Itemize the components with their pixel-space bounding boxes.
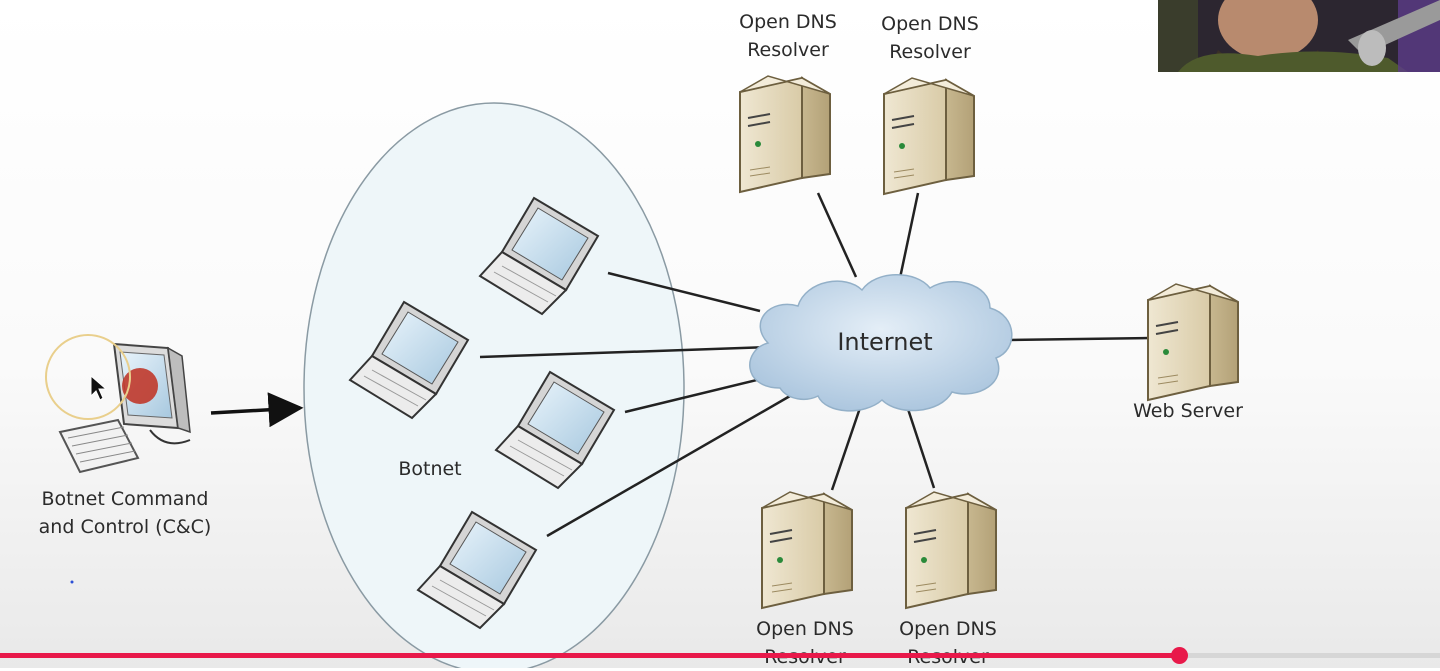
- bot-laptop-icon: [416, 510, 538, 630]
- presenter-video-icon: [1158, 0, 1440, 72]
- dns-resolver-label-line2: Resolver: [747, 39, 829, 61]
- dns-resolver-label: Open DNS Resolver: [870, 10, 990, 66]
- cnc-label-line1: Botnet Command: [41, 488, 209, 510]
- dns-resolver-label: Open DNS Resolver: [888, 615, 1008, 671]
- cnc-label-line2: and Control (C&C): [38, 516, 212, 538]
- bot-laptop-icon: [478, 196, 600, 316]
- dns-resolver-server-icon: [905, 491, 997, 610]
- internet-label: Internet: [837, 328, 933, 356]
- dns-resolver-label: Open DNS Resolver: [745, 615, 865, 671]
- web-server-label: Web Server: [1133, 400, 1243, 422]
- dns-resolver-server-icon: [883, 77, 975, 196]
- cnc-label: Botnet Command and Control (C&C): [20, 485, 230, 541]
- dns-resolver-label-line1: Open DNS: [739, 11, 837, 33]
- mouse-cursor-icon: [90, 374, 108, 401]
- web-server-icon: [1147, 283, 1239, 402]
- botnet-label: Botnet: [398, 458, 462, 480]
- bot-laptop-icon: [494, 370, 616, 490]
- internet-cloud: [749, 274, 1013, 412]
- stray-dot: [70, 580, 74, 584]
- cnc-computer-icon: [45, 334, 191, 474]
- video-progress-thumb[interactable]: [1171, 647, 1189, 664]
- dns-resolver-label-line2: Resolver: [889, 41, 971, 63]
- video-progress-bar[interactable]: [0, 647, 1440, 664]
- cnc-to-botnet-arrow: [210, 392, 304, 428]
- connection-lines: [479, 192, 1151, 538]
- dns-resolver-server-icon: [761, 491, 853, 610]
- cursor-highlight-icon: [122, 368, 158, 404]
- bot-laptop-icon: [348, 300, 470, 420]
- webcam-overlay: [1158, 0, 1440, 72]
- dns-resolver-label: Open DNS Resolver: [728, 8, 848, 64]
- dns-resolver-server-icon: [739, 75, 831, 194]
- dns-resolver-label-line1: Open DNS: [899, 618, 997, 640]
- dns-resolver-label-line1: Open DNS: [756, 618, 854, 640]
- video-progress-fill: [0, 653, 1180, 658]
- dns-resolver-label-line1: Open DNS: [881, 13, 979, 35]
